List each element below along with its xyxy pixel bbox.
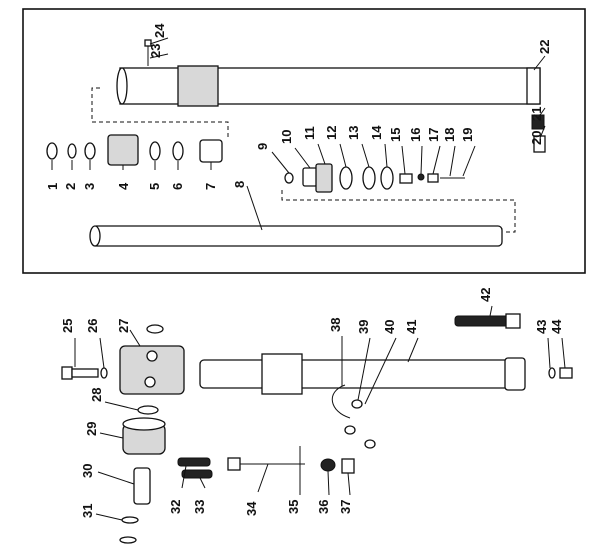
part-label-22: 22 [537,40,552,54]
part-label-14: 14 [369,125,384,140]
part-label-41: 41 [404,320,419,334]
part-label-3: 3 [82,183,97,190]
piston-row-right [284,163,465,193]
washer-31-part [121,516,139,524]
part-label-31: 31 [80,504,95,518]
part-label-16: 16 [408,128,423,142]
part-label-5: 5 [147,183,162,190]
washer-28-part [137,405,159,415]
part-label-4: 4 [116,182,131,190]
washer-31b-part [119,536,137,544]
part-label-28: 28 [89,388,104,402]
part-label-15: 15 [388,128,403,142]
wheel-part [122,417,166,455]
part-label-33: 33 [192,500,207,514]
pump-rod-part [227,446,305,471]
bracket-part [332,384,376,449]
part-label-17: 17 [426,128,441,142]
part-label-2: 2 [63,183,78,190]
plug-part [533,135,546,153]
part-label-9: 9 [255,143,270,150]
part-label-23: 23 [148,44,163,58]
part-label-21: 21 [529,107,544,121]
part-label-38: 38 [328,318,343,332]
part-label-29: 29 [84,422,99,436]
part-label-1: 1 [45,183,60,190]
part-label-20: 20 [529,131,544,145]
part-label-10: 10 [279,130,294,144]
part-label-7: 7 [203,183,218,190]
handle-part [454,313,521,329]
piston-rod-part [89,225,503,247]
part-label-30: 30 [80,464,95,478]
nuts-part [320,458,355,474]
part-label-18: 18 [442,128,457,142]
part-label-40: 40 [382,320,397,334]
part-label-26: 26 [85,319,100,333]
part-label-6: 6 [170,183,185,190]
part-label-44: 44 [549,319,564,334]
part-label-35: 35 [286,500,301,514]
axle-part [133,467,151,505]
connector-dash-upper [91,87,229,140]
leader-lines [51,37,566,521]
seal-row-left [46,134,223,166]
part-label-13: 13 [346,126,361,140]
washer-part [100,367,108,379]
top-screw-part [144,39,152,66]
part-label-27: 27 [116,319,131,333]
upper-assembly-frame [22,8,586,274]
part-label-34: 34 [244,501,259,516]
part-label-12: 12 [324,126,339,140]
part-label-39: 39 [356,320,371,334]
part-label-19: 19 [460,128,475,142]
clevis-part [119,324,185,395]
part-label-8: 8 [232,181,247,188]
springs-part [177,457,213,479]
part-label-32: 32 [168,500,183,514]
part-label-25: 25 [60,319,75,333]
part-label-43: 43 [534,320,549,334]
spring-part [531,114,545,130]
bolt-part [61,366,99,380]
cylinder-tube-part [116,65,541,107]
end-screw-part [548,367,573,379]
part-label-36: 36 [316,500,331,514]
part-label-37: 37 [338,500,353,514]
part-label-24: 24 [152,23,167,38]
lower-cylinder-part [199,353,526,395]
part-label-11: 11 [302,126,317,140]
part-label-42: 42 [478,288,493,302]
